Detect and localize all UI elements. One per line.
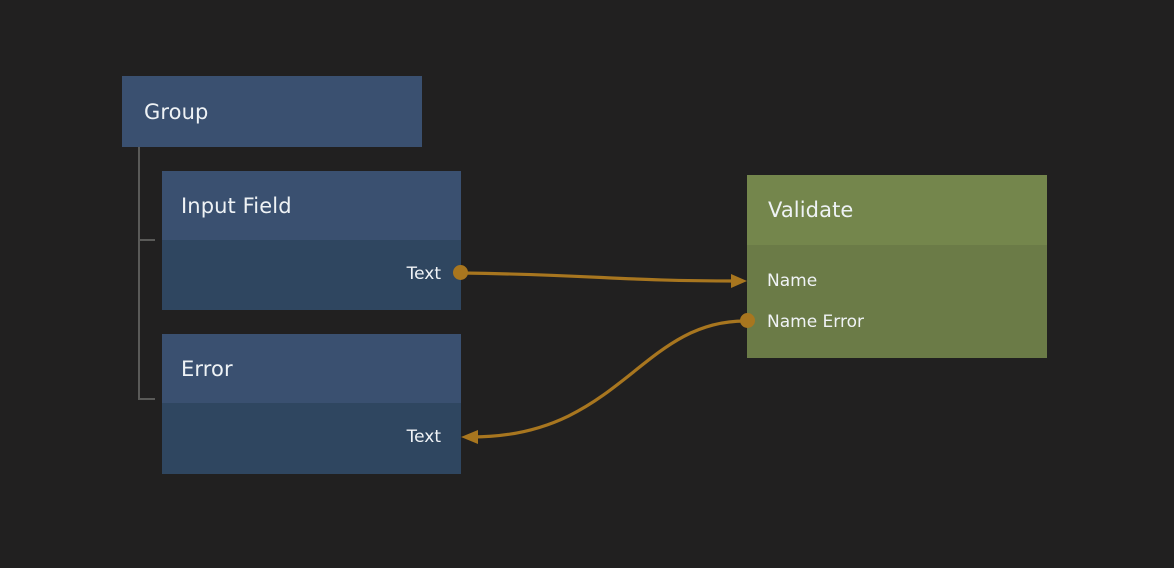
tree-branch-error [138, 398, 155, 400]
wire-arrowhead-error-text [461, 430, 478, 444]
node-error-header[interactable]: Error [162, 334, 461, 403]
port-output-text-input-field[interactable]: Text [406, 264, 441, 284]
node-error-title: Error [181, 356, 233, 381]
node-validate-title: Validate [768, 198, 854, 222]
node-input-field-title: Input Field [181, 193, 292, 218]
node-input-field[interactable]: Input Field Text [162, 171, 461, 310]
node-validate-body: Name Name Error [747, 245, 1047, 358]
port-handle-output-name-error-validate[interactable] [740, 313, 755, 328]
wire-text-to-name [460, 271, 739, 283]
node-input-field-body: Text [162, 240, 461, 310]
tree-trunk-line [138, 147, 140, 400]
node-error-body: Text [162, 403, 461, 474]
port-handle-output-text-input-field[interactable] [453, 265, 468, 280]
wire-arrowhead-validate-name [731, 274, 747, 288]
node-input-field-header[interactable]: Input Field [162, 171, 461, 240]
port-output-name-error-validate[interactable]: Name Error [767, 312, 864, 332]
port-input-text-error[interactable]: Text [406, 427, 441, 447]
node-validate[interactable]: Validate Name Name Error [747, 175, 1047, 358]
wire-name-error-to-text [470, 319, 747, 439]
tree-branch-input-field [138, 239, 155, 241]
node-group-title: Group [144, 99, 209, 124]
node-error[interactable]: Error Text [162, 334, 461, 474]
node-validate-header[interactable]: Validate [747, 175, 1047, 245]
port-input-name-validate[interactable]: Name [767, 271, 818, 291]
node-group-header[interactable]: Group [122, 76, 422, 147]
node-group[interactable]: Group [122, 76, 422, 147]
